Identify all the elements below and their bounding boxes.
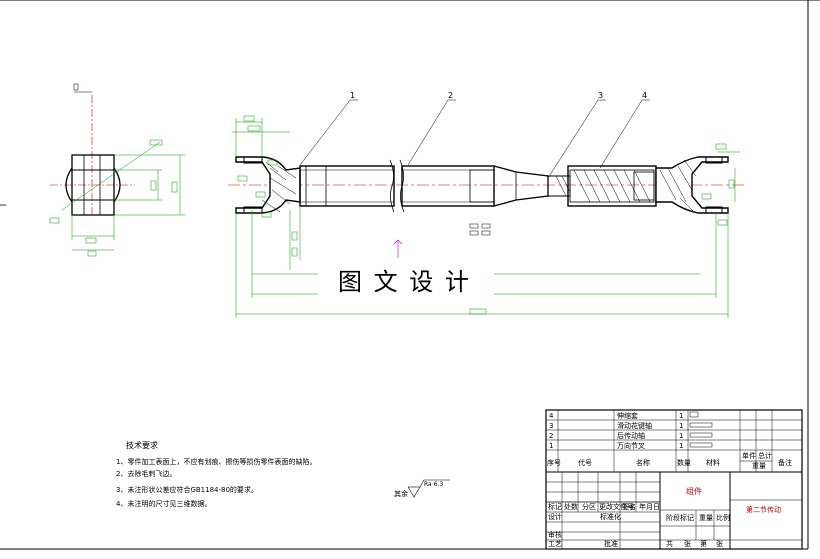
roughness-symbol: 其余 Ra 6.3	[394, 479, 450, 498]
bom-header-index: 序号	[547, 458, 561, 467]
bom-qty-2: 1	[679, 432, 683, 440]
part-label-3: 3	[598, 91, 603, 100]
magenta-marker	[393, 239, 403, 258]
hatch-right-yoke	[659, 159, 697, 213]
bom-index-4: 4	[549, 412, 554, 420]
bom-index-1: 1	[549, 442, 553, 450]
tech-item-2: 2、去除毛刺飞边。	[116, 469, 176, 478]
bom-index-2: 2	[549, 432, 553, 440]
part-label-2: 2	[448, 91, 453, 100]
std-label: 标准化	[600, 512, 621, 521]
sign-label-5: 年月日	[639, 502, 660, 511]
watermark-text: 图 文 设 计	[338, 268, 471, 296]
weight-label: 重量	[699, 514, 713, 522]
bom-name-4: 伸缩套	[617, 411, 638, 420]
scale-label: 比例	[716, 513, 730, 522]
bom-header-code: 代号	[578, 458, 592, 467]
sign-label-2: 分区	[582, 502, 596, 511]
tech-title: 技术要求	[126, 440, 158, 450]
bom-name-2: 后传动轴	[617, 431, 645, 440]
approve-label: 批准	[604, 539, 618, 548]
hatch-left-yoke	[261, 161, 297, 213]
bom-index-3: 3	[549, 422, 553, 430]
sign-label-4: 签名	[622, 502, 636, 511]
small-boxes	[469, 223, 491, 236]
bom-name-1: 万向节叉	[617, 441, 645, 450]
stage-label: 阶段标记	[666, 513, 694, 522]
sign-label-1: 处数	[564, 502, 578, 511]
title-right: 第二节传动	[746, 505, 781, 514]
row-label-review: 审核	[548, 530, 562, 539]
sheet-label-2: 第	[700, 539, 707, 548]
tech-item-3: 3、未注形状公差应符合GB1184-80的要求。	[116, 485, 258, 494]
hatch-sleeve	[555, 169, 651, 203]
bom-qty-1: 1	[679, 442, 683, 450]
tech-item-1: 1、零件加工表面上，不应有划痕、擦伤等损伤零件表面的缺陷。	[116, 457, 316, 466]
bom-header-single: 单件	[742, 451, 756, 460]
part-label-1: 1	[350, 91, 355, 100]
title-red: 组件	[686, 486, 702, 496]
roughness-prefix: 其余	[394, 489, 408, 498]
sheet-label-1: 张	[684, 539, 691, 548]
end-view	[49, 83, 185, 257]
part-label-4: 4	[642, 91, 647, 100]
bom-qty-4: 1	[679, 412, 683, 420]
bom-header-total: 总计	[758, 451, 772, 460]
shaft-assembly	[228, 99, 745, 214]
sheet-label-3: 张	[716, 539, 723, 548]
sheet-label-0: 共	[666, 539, 673, 548]
tech-requirements: 技术要求 1、零件加工表面上，不应有划痕、擦伤等损伤零件表面的缺陷。 2、去除毛…	[116, 440, 316, 508]
title-block	[545, 409, 803, 550]
bom-header-weight: 重量	[752, 462, 766, 470]
tech-item-4: 4、未注明的尺寸见三维数据。	[116, 499, 211, 508]
sign-label-3: 更改文件号	[599, 502, 634, 511]
bom-header-name: 名称	[636, 458, 650, 467]
roughness-value: Ra 6.3	[424, 481, 443, 488]
row-label-design: 设计	[548, 512, 562, 521]
row-label-process: 工艺	[548, 540, 562, 548]
bom-qty-3: 1	[679, 422, 683, 430]
sign-label-0: 标记	[548, 502, 562, 511]
bom-name-3: 滑动花键轴	[617, 421, 652, 430]
bom-header-remark: 备注	[778, 458, 792, 467]
watermark-box	[318, 262, 494, 298]
bom-header-qty: 数量	[677, 458, 691, 467]
bom-header-material: 材料	[706, 458, 720, 467]
